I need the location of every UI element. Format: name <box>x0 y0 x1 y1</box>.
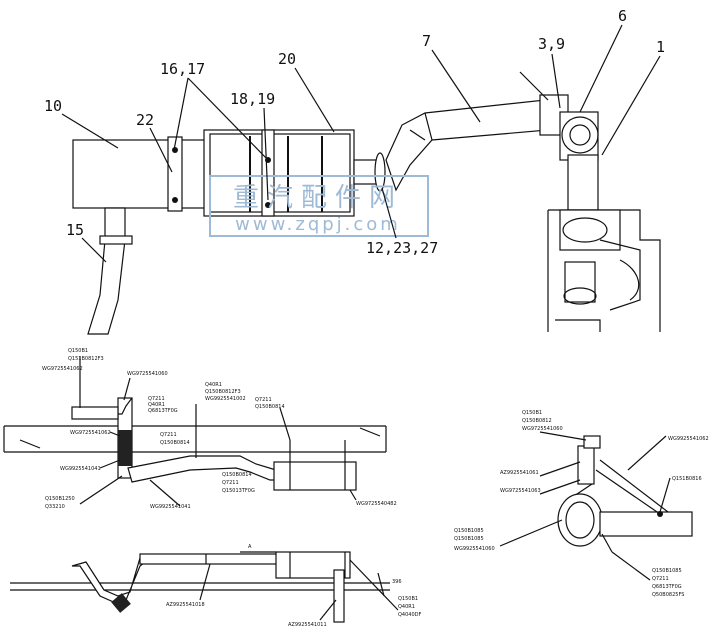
svg-text:WG9725540482: WG9725540482 <box>356 501 397 507</box>
engine-block <box>547 209 661 332</box>
svg-text:Q7211: Q7211 <box>222 480 239 486</box>
svg-text:WG9925541002: WG9925541002 <box>205 396 246 402</box>
svg-text:Q150B1: Q150B1 <box>398 596 418 602</box>
muffler-inlet-box <box>72 139 206 209</box>
svg-text:396: 396 <box>392 579 402 585</box>
svg-text:Q40R1: Q40R1 <box>205 382 222 388</box>
svg-text:WG9725541060: WG9725541060 <box>127 371 168 377</box>
svg-text:Q6813TF0G: Q6813TF0G <box>148 408 178 414</box>
svg-text:Q4040DF: Q4040DF <box>398 612 422 618</box>
svg-text:Q150B1085: Q150B1085 <box>454 536 484 542</box>
svg-text:Q6813TF0G: Q6813TF0G <box>652 584 682 590</box>
svg-text:Q7211: Q7211 <box>160 432 177 438</box>
callout-18-19: 18,19 <box>230 90 275 108</box>
callout-7: 7 <box>422 32 431 50</box>
watermark: 重汽配件网 www.zqpj.com <box>209 175 429 237</box>
callout-3-9: 3,9 <box>538 35 565 53</box>
svg-text:Q150B1250: Q150B1250 <box>45 496 75 502</box>
svg-text:Q150B1085: Q150B1085 <box>652 568 682 574</box>
muffler-body <box>203 129 355 217</box>
callout-6: 6 <box>618 7 627 25</box>
callout-16-17: 16,17 <box>160 60 205 78</box>
svg-text:WG9725541062: WG9725541062 <box>70 430 111 436</box>
svg-text:AZ9925541011: AZ9925541011 <box>288 622 327 628</box>
svg-text:WG9725541060: WG9725541060 <box>522 426 563 432</box>
svg-text:Q150B1085: Q150B1085 <box>454 528 484 534</box>
detail-side-view-lower: A 396 AZ9925541018 AZ9925541011 Q150B1 Q… <box>10 544 422 628</box>
svg-text:WG9725541062: WG9725541062 <box>42 366 83 372</box>
svg-text:Q50B0825FS: Q50B0825FS <box>652 592 684 598</box>
main-exhaust-assembly <box>72 94 661 335</box>
svg-text:AZ9925541018: AZ9925541018 <box>166 602 205 608</box>
callout-10: 10 <box>44 97 62 115</box>
watermark-chinese: 重汽配件网 <box>233 183 403 213</box>
svg-text:Q7211: Q7211 <box>652 576 669 582</box>
callout-22: 22 <box>136 111 154 129</box>
svg-text:Q150B0814: Q150B0814 <box>160 440 190 446</box>
svg-text:WG9925541041: WG9925541041 <box>60 466 101 472</box>
svg-text:Q151B0812F3: Q151B0812F3 <box>68 356 104 362</box>
watermark-url: www.zqpj.com <box>235 214 401 235</box>
svg-text:Q7211: Q7211 <box>148 396 165 402</box>
svg-text:Q15013TF0G: Q15013TF0G <box>222 488 255 494</box>
svg-text:Q150B1: Q150B1 <box>68 348 88 354</box>
svg-text:A: A <box>248 544 252 550</box>
svg-text:Q150B0814: Q150B0814 <box>222 472 252 478</box>
callout-1: 1 <box>656 38 665 56</box>
svg-text:Q150B1: Q150B1 <box>522 410 542 416</box>
tail-pipe <box>87 207 126 335</box>
svg-text:Q7211: Q7211 <box>255 397 272 403</box>
svg-text:Q40R1: Q40R1 <box>148 402 165 408</box>
svg-text:Q150B0812: Q150B0812 <box>522 418 552 424</box>
svg-text:AZ9925541061: AZ9925541061 <box>500 470 539 476</box>
svg-text:WG9925541062: WG9925541062 <box>668 436 709 442</box>
callout-12-23-27: 12,23,27 <box>366 239 438 257</box>
clamp-band <box>167 136 183 212</box>
svg-text:WG9725541063: WG9725541063 <box>500 488 541 494</box>
callout-20: 20 <box>278 50 296 68</box>
callout-15: 15 <box>66 221 84 239</box>
callouts: 10 22 16,17 18,19 20 7 3,9 6 1 12,23,27 … <box>44 7 665 263</box>
detail-rear-view: Q150B1 Q150B0812 WG9725541060 WG99255410… <box>454 410 709 598</box>
svg-text:Q150B0814: Q150B0814 <box>255 404 285 410</box>
svg-text:Q150B0812F3: Q150B0812F3 <box>205 389 241 395</box>
svg-text:Q151B0816: Q151B0816 <box>672 476 702 482</box>
mounting-strap <box>261 129 275 217</box>
svg-text:Q40R1: Q40R1 <box>398 604 415 610</box>
detail-side-view-upper: Q150B1 Q151B0812F3 WG9725541062 WG972554… <box>3 348 397 510</box>
svg-text:WG9925541060: WG9925541060 <box>454 546 495 552</box>
svg-text:Q33210: Q33210 <box>45 504 65 510</box>
svg-text:WG9925541041: WG9925541041 <box>150 504 191 510</box>
